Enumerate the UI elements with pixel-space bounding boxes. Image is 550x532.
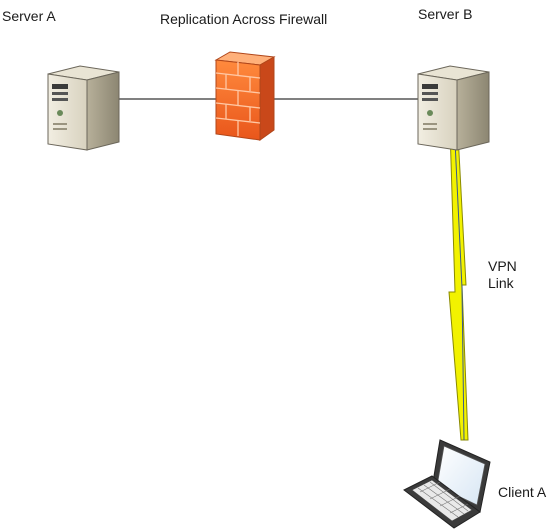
server-b-label: Server B [418, 6, 473, 22]
server-a-label: Server A [2, 8, 56, 24]
client-a-label: Client A [498, 484, 547, 500]
vpn-label: VPN Link [488, 258, 517, 292]
client-a-laptop-icon [403, 439, 491, 529]
server-a-icon [47, 65, 120, 151]
vpn-label-line2: Link [488, 275, 514, 291]
server-b-icon [417, 65, 490, 151]
replication-label: Replication Across Firewall [160, 11, 328, 27]
vpn-label-line1: VPN [488, 258, 517, 274]
vpn-connector [452, 98, 465, 441]
firewall-icon [214, 51, 276, 141]
